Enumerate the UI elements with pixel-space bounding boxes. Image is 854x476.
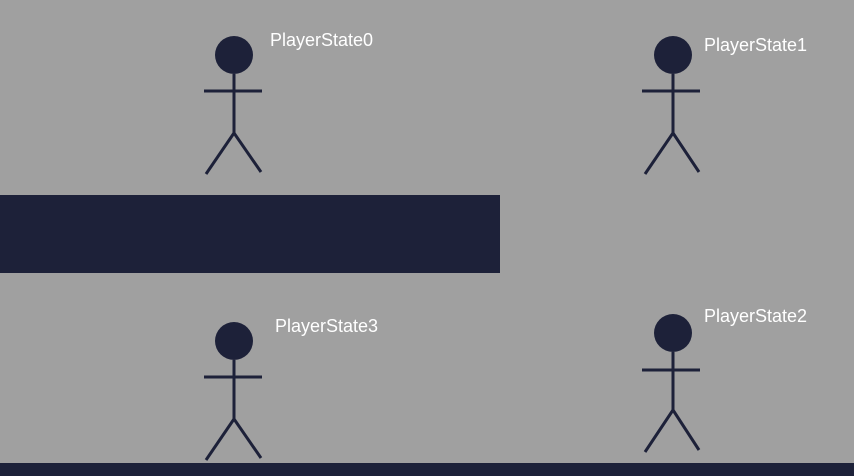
player-2-label: PlayerState2 [704, 306, 808, 326]
player-1-label: PlayerState1 [704, 35, 808, 55]
stick-figure-icon [204, 36, 263, 175]
player-0-label: PlayerState0 [270, 30, 374, 50]
upper-platform [0, 195, 500, 273]
player-3-stick-figure [199, 320, 269, 462]
player-3-label: PlayerState3 [275, 316, 379, 336]
stick-figure-icon [642, 314, 701, 453]
stick-figure-icon [642, 36, 701, 175]
player-2-stick-figure [638, 314, 708, 456]
player-0-stick-figure [199, 34, 269, 176]
stick-figure-icon [204, 322, 263, 461]
player-1-stick-figure [638, 34, 708, 176]
ground-platform [0, 463, 854, 476]
